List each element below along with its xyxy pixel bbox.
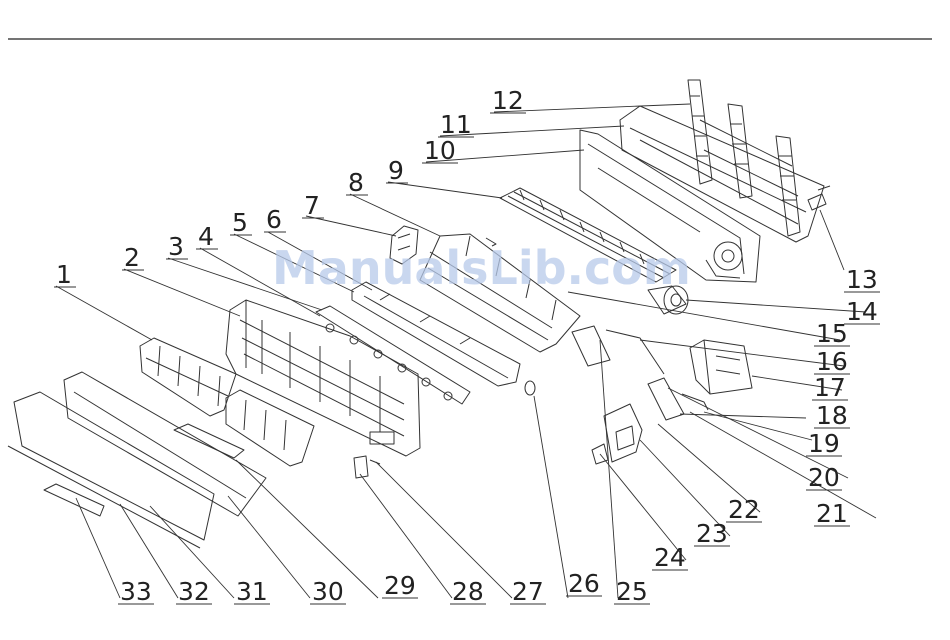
- callout-6: 6: [266, 205, 282, 234]
- callout-21: 21: [816, 499, 848, 528]
- electrical-box-lid: [572, 326, 664, 374]
- front-cover: [8, 392, 214, 548]
- callout-13: 13: [846, 265, 878, 294]
- callout-8: 8: [348, 168, 364, 197]
- callout-15: 15: [816, 319, 848, 348]
- callout-28: 28: [452, 577, 484, 606]
- callout-33: 33: [120, 577, 152, 606]
- callout-16: 16: [816, 347, 848, 376]
- front-panel-frame: [64, 372, 266, 516]
- drain-tray: [352, 282, 520, 386]
- callout-10: 10: [424, 136, 456, 165]
- louver-assembly: [316, 306, 470, 404]
- callout-22: 22: [728, 495, 760, 524]
- decorative-strip: [44, 484, 104, 516]
- callout-24: 24: [654, 543, 686, 572]
- mounting-plate: [688, 80, 800, 236]
- callout-17: 17: [814, 373, 846, 402]
- callout-14: 14: [846, 297, 878, 326]
- callout-18: 18: [816, 401, 848, 430]
- watermark-text: ManualsLib.com: [272, 241, 691, 295]
- callout-31: 31: [236, 577, 268, 606]
- callout-19: 19: [808, 429, 840, 458]
- callout-30: 30: [312, 577, 344, 606]
- callout-23: 23: [696, 519, 728, 548]
- callout-9: 9: [388, 156, 404, 185]
- bearing: [808, 186, 830, 210]
- terminal-cover: [354, 456, 380, 478]
- callout-12: 12: [492, 86, 524, 115]
- air-filter-right: [226, 390, 314, 466]
- electrical-box: [690, 340, 752, 394]
- callout-3: 3: [168, 232, 184, 261]
- callout-20: 20: [808, 463, 840, 492]
- air-filter-left: [140, 338, 236, 416]
- callout-32: 32: [178, 577, 210, 606]
- callout-4: 4: [198, 222, 214, 251]
- callout-25: 25: [616, 577, 648, 606]
- callout-1: 1: [56, 260, 72, 289]
- callout-5: 5: [232, 208, 248, 237]
- main-pcb: [648, 378, 708, 420]
- callout-2: 2: [124, 243, 140, 272]
- callout-27: 27: [512, 577, 544, 606]
- pcb-cover: [604, 404, 642, 462]
- callout-7: 7: [304, 191, 320, 220]
- callout-11: 11: [440, 110, 472, 139]
- callout-26: 26: [568, 569, 600, 598]
- temp-sensor: [525, 381, 535, 395]
- callout-29: 29: [384, 571, 416, 600]
